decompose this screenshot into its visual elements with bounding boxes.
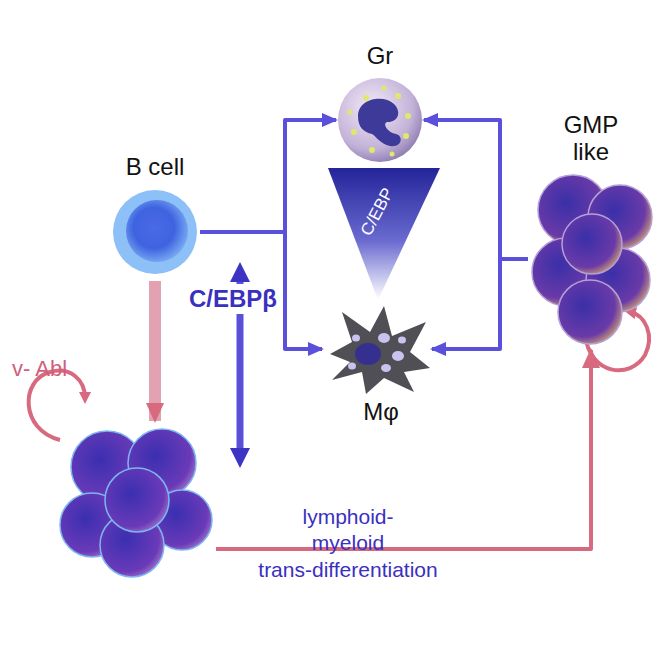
- self-loop: [29, 371, 85, 440]
- lineage-arrow: [432, 259, 528, 349]
- cell-illustration: [528, 172, 654, 346]
- cell-label: lymphoid- myeloid trans-differentiation: [228, 504, 468, 583]
- cell-node: Gr: [336, 76, 424, 164]
- cell-node: Mφ: [322, 302, 432, 396]
- factor-label: C/EBPβ: [186, 284, 280, 314]
- cell-label: B cell: [126, 153, 185, 181]
- cell-label: Mφ: [363, 398, 399, 426]
- lineage-arrow: [424, 120, 528, 259]
- cell-node: B cell: [110, 187, 200, 277]
- lineage-arrow: [149, 281, 161, 421]
- cell-node: lymphoid- myeloid trans-differentiation: [62, 425, 214, 579]
- cell-label: Gr: [367, 42, 394, 70]
- oncogene-label: v- Abl: [12, 356, 67, 382]
- cell-illustration: [62, 425, 214, 579]
- lineage-arrow: [200, 120, 336, 232]
- cell-illustration: [336, 76, 424, 164]
- gradient-wedge: [328, 168, 440, 300]
- cell-node: GMP like: [528, 172, 654, 346]
- cell-illustration: [110, 187, 200, 277]
- cell-illustration: [322, 302, 432, 396]
- cell-label: GMP like: [551, 111, 631, 166]
